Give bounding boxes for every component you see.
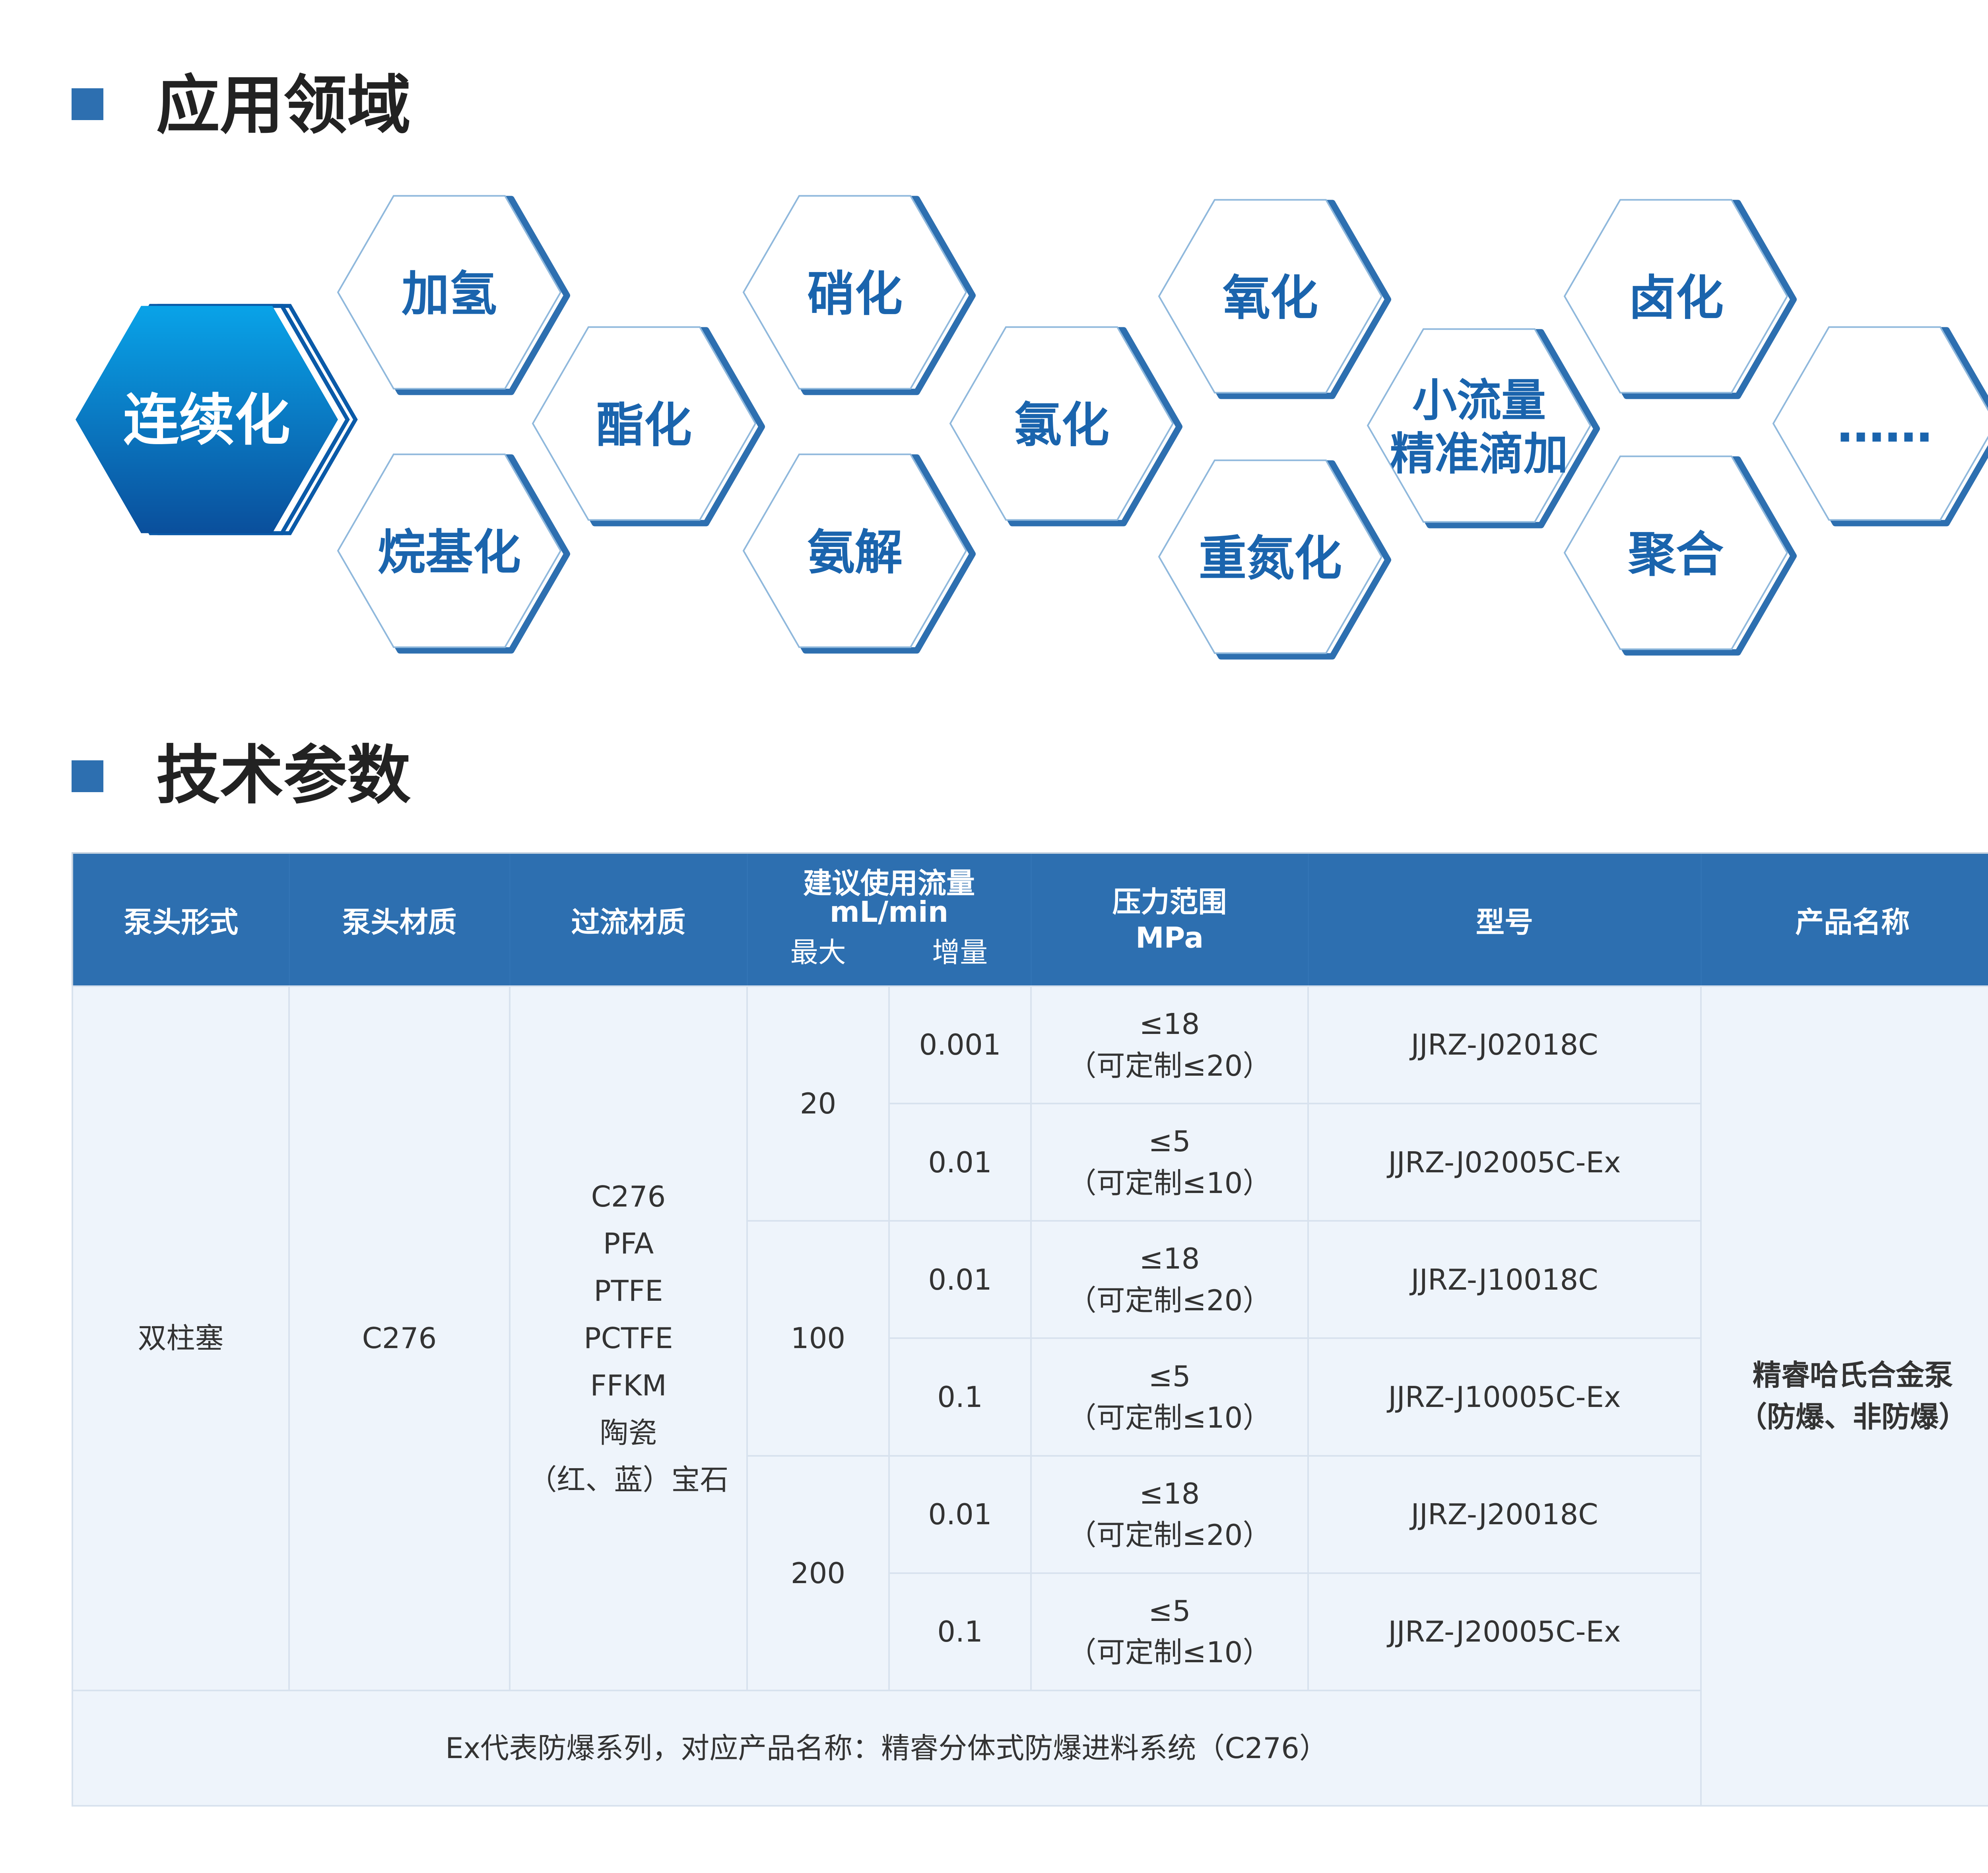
cell-pressure: ≤5 （可定制≤10） — [1030, 1337, 1309, 1457]
cell-flow-increment: 0.01 — [888, 1455, 1032, 1574]
cell-flow-increment: 0.1 — [888, 1572, 1032, 1691]
cell-pump-head-type: 双柱塞 — [72, 985, 290, 1691]
header-model: 型号 — [1308, 853, 1701, 987]
cell-model: JJRZ-J02018C — [1307, 985, 1702, 1105]
hex-item-2: 酯化 — [532, 326, 765, 527]
cell-pressure: ≤5 （可定制≤10） — [1030, 1572, 1309, 1691]
cell-model: JJRZ-J10018C — [1307, 1220, 1702, 1339]
table-note: Ex代表防爆系列，对应产品名称：精睿分体式防爆进料系统（C276） — [71, 1689, 1702, 1807]
hex-item-9: 卤化 — [1563, 199, 1797, 399]
cell-model: JJRZ-J02005C-Ex — [1307, 1103, 1702, 1222]
hex-item-label: 加氢 — [402, 267, 497, 322]
cell-pressure: ≤18 （可定制≤20） — [1030, 1220, 1309, 1339]
header-flow-max: 最大 — [790, 936, 846, 969]
section-marker — [72, 760, 103, 792]
cell-pressure: ≤18 （可定制≤20） — [1030, 1455, 1309, 1574]
hex-item-7: 重氮化 — [1158, 459, 1391, 660]
hex-item-label: 重氮化 — [1199, 531, 1342, 587]
hex-item-label: …… — [1837, 398, 1932, 453]
header-flow-increment: 增量 — [932, 936, 988, 969]
cell-model: JJRZ-J20005C-Ex — [1307, 1572, 1702, 1691]
hex-item-label: 氧化 — [1223, 271, 1318, 326]
cell-pressure: ≤18 （可定制≤20） — [1030, 985, 1309, 1105]
section-marker — [72, 88, 103, 120]
section-title-applications: 应用领域 — [156, 68, 411, 142]
hex-item-5: 氯化 — [949, 326, 1182, 527]
spec-table: 泵头形式 泵头材质 过流材质 建议使用流量 mL/min 最大 增量 压力范围 … — [71, 852, 1988, 1807]
cell-flow-increment: 0.01 — [888, 1220, 1032, 1339]
header-pump-head-material: 泵头材质 — [289, 853, 510, 987]
hex-item-label: 聚合 — [1628, 527, 1724, 583]
hex-item-label: 硝化 — [807, 267, 903, 322]
header-pressure: 压力范围 MPa — [1031, 853, 1309, 987]
hex-item-6: 氧化 — [1158, 199, 1391, 399]
hex-item-label: 卤化 — [1628, 271, 1724, 326]
hex-item-label: 烷基化 — [378, 525, 521, 581]
cell-product-name: 精睿哈氏合金泵 （防爆、非防爆） — [1700, 985, 1988, 1807]
hex-main-label: 连续化 — [123, 388, 290, 453]
cell-flow-max: 20 — [746, 985, 890, 1222]
cell-pump-head-material: C276 — [288, 985, 511, 1691]
hex-item-1: 烷基化 — [337, 453, 570, 654]
header-product-name: 产品名称 — [1701, 853, 1988, 987]
header-pump-head-type: 泵头形式 — [72, 853, 289, 987]
header-wetted-material: 过流材质 — [509, 853, 747, 987]
hex-item-4: 氨解 — [742, 453, 976, 654]
cell-flow-increment: 0.01 — [888, 1103, 1032, 1222]
hex-item-3: 硝化 — [742, 195, 976, 395]
hex-item-label: 氯化 — [1014, 398, 1109, 453]
header-flow-title: 建议使用流量 mL/min — [803, 867, 975, 929]
hex-item-label: 酯化 — [596, 398, 692, 453]
cell-pressure: ≤5 （可定制≤10） — [1030, 1103, 1309, 1222]
hex-item-0: 加氢 — [337, 195, 570, 395]
hex-item-11: …… — [1772, 326, 1988, 527]
cell-flow-max: 200 — [746, 1455, 890, 1691]
hex-item-10: 聚合 — [1563, 455, 1797, 656]
cell-wetted-material: C276 PFA PTFE PCTFE FFKM 陶瓷 （红、蓝）宝石 — [509, 985, 748, 1691]
cell-flow-increment: 0.001 — [888, 985, 1032, 1105]
hex-item-label: 氨解 — [807, 525, 903, 581]
cell-flow-max: 100 — [746, 1220, 890, 1457]
cell-model: JJRZ-J10005C-Ex — [1307, 1337, 1702, 1457]
cell-flow-increment: 0.1 — [888, 1337, 1032, 1457]
header-flow: 建议使用流量 mL/min 最大 增量 — [747, 853, 1031, 987]
cell-model: JJRZ-J20018C — [1307, 1455, 1702, 1574]
hex-item-label: 小流量精准滴加 — [1390, 375, 1568, 480]
hex-main: 连续化 — [76, 304, 358, 535]
section-title-params: 技术参数 — [156, 738, 411, 812]
hex-item-8: 小流量精准滴加 — [1367, 328, 1600, 528]
